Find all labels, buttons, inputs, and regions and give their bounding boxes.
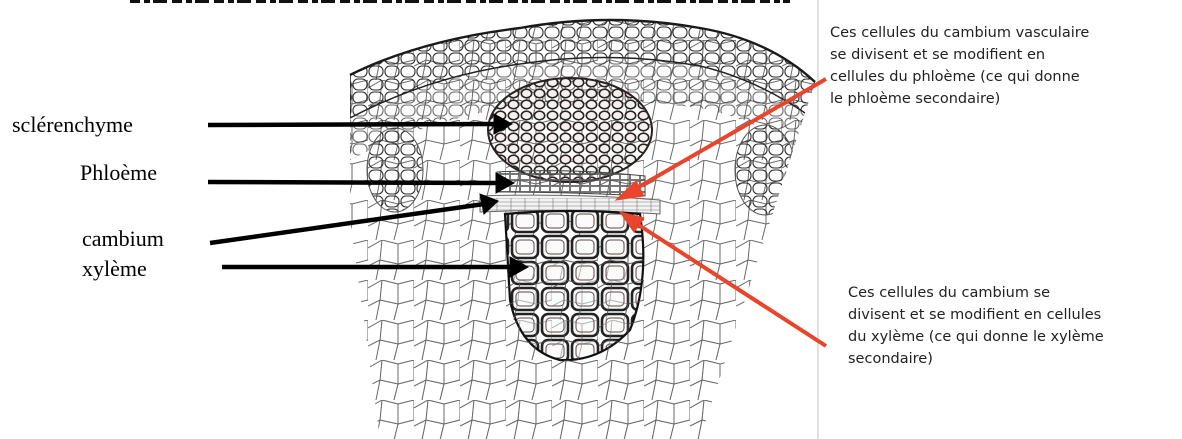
side-patch-right [735,125,795,215]
label-sclerenchyme: sclérenchyme [12,112,133,138]
stem-wedge [330,0,830,439]
note-phloem-line-4: le phloème secondaire) [830,88,1089,110]
note-phloem-line-3: cellules du phloème (ce qui donne [830,66,1089,88]
sclerenchyme-region [488,78,652,182]
clipped-title-fragment [115,0,795,8]
pith-region [380,260,745,439]
note-phloem-line-2: se divisent et se modifient en [830,44,1089,66]
note-phloem-line-1: Ces cellules du cambium vasculaire [830,22,1089,44]
note-xylem-line-2: divisent et se modifient en cellules [848,304,1104,326]
label-xyleme: xylème [82,256,147,282]
note-xylem-line-1: Ces cellules du cambium se [848,282,1104,304]
label-phloeme: Phloème [80,160,157,186]
side-patch-left [367,128,423,212]
note-xylem: Ces cellules du cambium se divisent et s… [848,282,1104,370]
note-phloem: Ces cellules du cambium vasculaire se di… [830,22,1089,110]
phloem-region [497,171,645,196]
label-cambium: cambium [82,226,164,252]
note-xylem-line-3: du xylème (ce qui donne le xylème [848,326,1104,348]
note-xylem-line-4: secondaire) [848,348,1104,370]
